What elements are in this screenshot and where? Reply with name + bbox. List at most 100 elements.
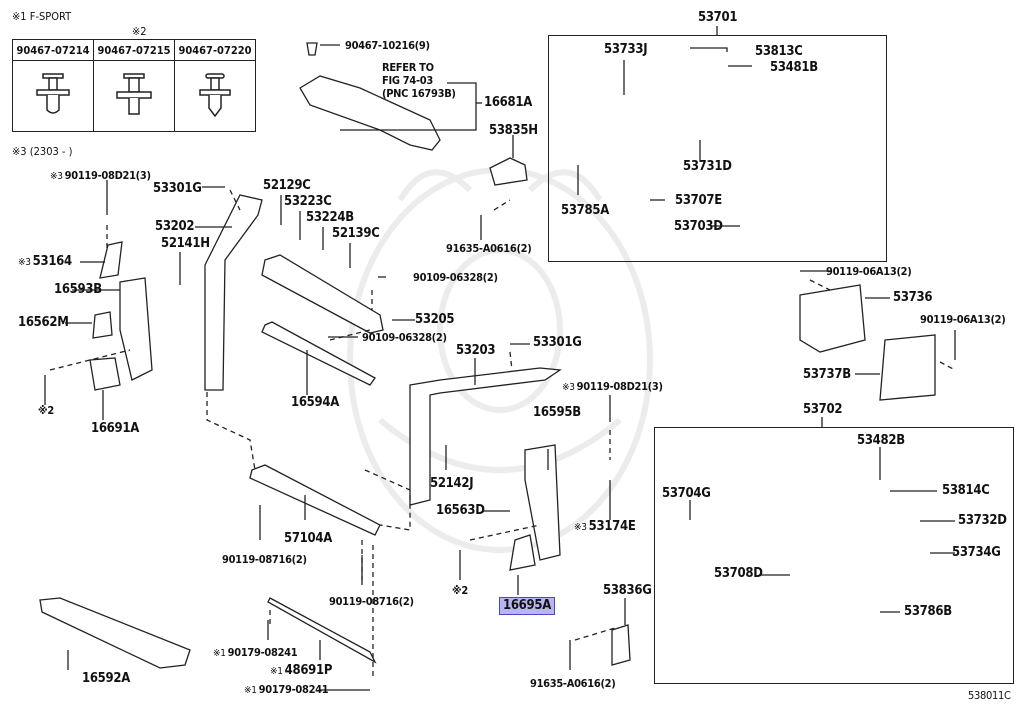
- part-label-53732D[interactable]: 53732D: [958, 513, 1007, 528]
- part-label-53301G[interactable]: 53301G: [533, 335, 582, 350]
- note-mark: ※3: [12, 145, 27, 158]
- clip-image-cell: [12, 60, 94, 132]
- part-number: 90119-08D21(3): [64, 169, 151, 182]
- refer-line-2[interactable]: FIG 74-03: [382, 74, 433, 87]
- part-shape-53202: [204, 194, 263, 391]
- clip-part-number[interactable]: 90467-07220: [174, 39, 256, 61]
- part-label-53734G[interactable]: 53734G: [952, 545, 1001, 560]
- part-shape-53164: [99, 241, 123, 279]
- refer-line-3[interactable]: (PNC 16793B): [382, 87, 456, 100]
- part-label-53224B[interactable]: 53224B: [306, 210, 354, 225]
- part-label-16562M[interactable]: 16562M: [18, 315, 69, 330]
- group-box-53701: [548, 35, 887, 262]
- part-number: 53164: [32, 254, 73, 269]
- part-label-57104A[interactable]: 57104A: [284, 531, 332, 546]
- part-shape-53736: [799, 284, 866, 353]
- part-label-53736[interactable]: 53736: [893, 290, 933, 305]
- note-mark: ※1: [244, 685, 257, 696]
- part-shape-48691P: [267, 597, 377, 664]
- part-label-53203[interactable]: 53203: [456, 343, 496, 358]
- part-shape-53835H: [489, 157, 528, 186]
- part-shape-16592A: [39, 597, 191, 669]
- note-mark: ※1: [270, 666, 283, 677]
- push-clip-icon: [199, 72, 231, 117]
- part-label-53703D[interactable]: 53703D: [674, 219, 723, 234]
- part-label-16595B[interactable]: 16595B: [533, 405, 581, 420]
- push-clip-icon: [116, 72, 152, 115]
- part-label-53814C[interactable]: 53814C: [942, 483, 990, 498]
- note-mark: ※3: [18, 257, 31, 268]
- part-shape-16595B: [524, 444, 561, 561]
- part-label-53835H[interactable]: 53835H: [489, 123, 538, 138]
- part-label-53785A[interactable]: 53785A: [561, 203, 609, 218]
- part-label-52141H[interactable]: 52141H: [161, 236, 210, 251]
- clip-table: 90467-07214 90467-07215 90467-07220: [12, 39, 256, 132]
- part-label-53704G[interactable]: 53704G: [662, 486, 711, 501]
- part-label-53482B[interactable]: 53482B: [857, 433, 905, 448]
- refer-line-1: REFER TO: [382, 61, 434, 74]
- part-label-90119-08716[interactable]: 90119-08716(2): [329, 595, 414, 608]
- group-label-53701[interactable]: 53701: [698, 10, 738, 25]
- part-shape-53836G: [611, 624, 631, 666]
- part-label-90467-10216[interactable]: 90467-10216(9): [345, 39, 430, 52]
- part-label-91635-A0616[interactable]: 91635-A0616(2): [446, 242, 532, 255]
- part-label-53786B[interactable]: 53786B: [904, 604, 952, 619]
- part-label-90119-06A13[interactable]: 90119-06A13(2): [826, 265, 912, 278]
- part-shape-clip: [306, 42, 318, 56]
- part-label-90109-06328[interactable]: 90109-06328(2): [362, 331, 447, 344]
- part-label-53301G[interactable]: 53301G: [153, 181, 202, 196]
- part-label-16593B[interactable]: 16593B: [54, 282, 102, 297]
- part-label-91635-A0616[interactable]: 91635-A0616(2): [530, 677, 616, 690]
- part-shape-57104A: [249, 464, 381, 536]
- clip-part-number[interactable]: 90467-07214: [12, 39, 94, 61]
- part-label-90119-08716[interactable]: 90119-08716(2): [222, 553, 307, 566]
- part-label-53813C[interactable]: 53813C: [755, 44, 803, 59]
- part-label-53707E[interactable]: 53707E: [675, 193, 722, 208]
- part-label-16695A-highlighted[interactable]: 16695A: [499, 597, 555, 615]
- part-shape-16681A: [299, 75, 441, 151]
- part-label-16563D[interactable]: 16563D: [436, 503, 485, 518]
- part-number: 90179-08241: [227, 646, 298, 659]
- note-mark: ※3: [574, 522, 587, 533]
- part-label-52129C[interactable]: 52129C: [263, 178, 311, 193]
- part-label-53733J[interactable]: 53733J: [604, 42, 648, 57]
- part-label-16681A[interactable]: 16681A: [484, 95, 532, 110]
- clip-part-number[interactable]: 90467-07215: [93, 39, 175, 61]
- part-label-52139C[interactable]: 52139C: [332, 226, 380, 241]
- note-date-range: ※3 (2303 - ): [12, 145, 73, 158]
- part-number: 53174E: [588, 519, 636, 534]
- part-label-53223C[interactable]: 53223C: [284, 194, 332, 209]
- part-label-53205[interactable]: 53205: [415, 312, 455, 327]
- part-label-16691A[interactable]: 16691A: [91, 421, 139, 436]
- part-label-53481B[interactable]: 53481B: [770, 60, 818, 75]
- part-label-16594A[interactable]: 16594A: [291, 395, 339, 410]
- part-label-53731D[interactable]: 53731D: [683, 159, 732, 174]
- part-label-90119-06A13[interactable]: 90119-06A13(2): [920, 313, 1006, 326]
- part-label-53202[interactable]: 53202: [155, 219, 195, 234]
- note-fsport: ※1 F-SPORT: [12, 10, 71, 23]
- part-shape-16695A: [509, 534, 536, 571]
- part-label-53836G[interactable]: 53836G: [603, 583, 652, 598]
- figure-id: 538011C: [968, 689, 1011, 702]
- part-label-16592A[interactable]: 16592A: [82, 671, 130, 686]
- part-shape-16593B: [119, 277, 153, 381]
- part-label-52142J[interactable]: 52142J: [430, 476, 474, 491]
- clip-image-cell: [174, 60, 256, 132]
- part-label-53708D[interactable]: 53708D: [714, 566, 763, 581]
- note-text: (2303 - ): [29, 145, 73, 158]
- part-shape-16562M: [92, 311, 113, 339]
- part-number: 90179-08241: [258, 683, 329, 696]
- part-label-53737B[interactable]: 53737B: [803, 367, 851, 382]
- part-label-90109-06328[interactable]: 90109-06328(2): [413, 271, 498, 284]
- part-shape-53203: [409, 367, 562, 506]
- note-2-label: ※2: [38, 404, 54, 417]
- note-mark: ※3: [562, 382, 575, 393]
- group-label-53702[interactable]: 53702: [803, 402, 843, 417]
